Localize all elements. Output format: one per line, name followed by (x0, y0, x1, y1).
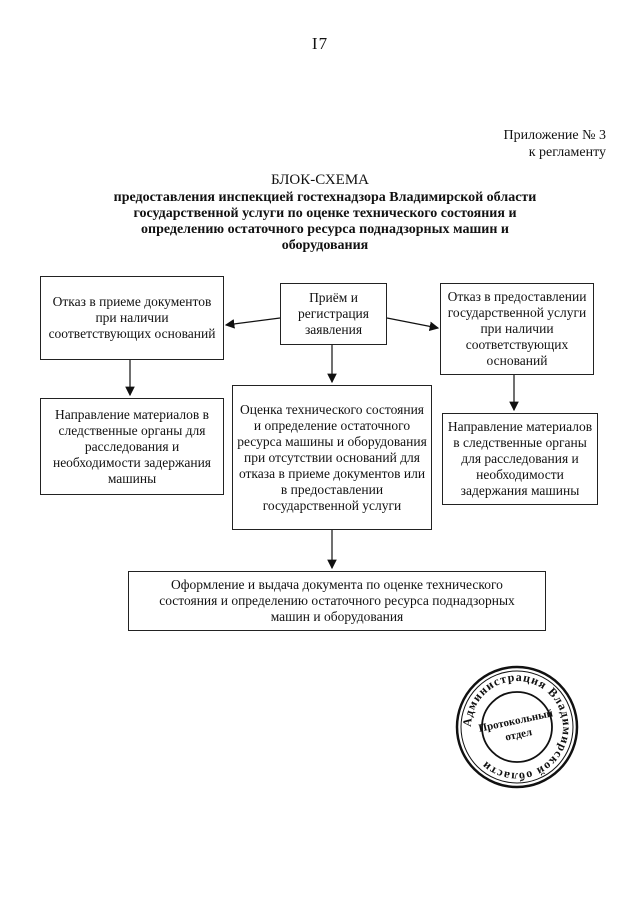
box-refusal-service-text: Отказ в предоставлении государственной у… (447, 289, 587, 368)
box-refusal-docs: Отказ в приеме документов при наличии со… (40, 276, 224, 360)
page-number: I7 (311, 34, 329, 53)
subtitle-line-3: определению остаточного ресурса поднадзо… (141, 222, 509, 237)
appendix-line-1: Приложение № 3 (503, 128, 607, 143)
diagram-subtitle: предоставления инспекцией гостехнадзора … (105, 190, 545, 254)
box-referral-left: Направление материалов в следственные ор… (40, 398, 224, 495)
box-assessment: Оценка технического состояния и определе… (232, 385, 432, 530)
box-referral-right-text: Направление материалов в следственные ор… (447, 419, 593, 498)
box-issuance-text: Оформление и выдача документа по оценке … (159, 577, 515, 624)
stamp-seal: Администрация Владимирской области Прото… (455, 665, 579, 789)
box-assessment-text: Оценка технического состояния и определе… (237, 401, 427, 513)
subtitle-line-1: предоставления инспекцией гостехнадзора … (113, 190, 537, 205)
diagram-title: БЛОК-СХЕМА (270, 172, 370, 188)
arrow-to-refusal-service (386, 317, 440, 332)
subtitle-line-2: государственной услуги по оценке техниче… (133, 206, 517, 221)
box-refusal-docs-text: Отказ в приеме документов при наличии со… (48, 294, 216, 341)
arrow-to-refusal-docs (224, 317, 281, 329)
box-reception-text: Приём и регистрация заявления (298, 290, 369, 337)
appendix-line-2: к регламенту (528, 145, 606, 160)
box-referral-left-text: Направление материалов в следственные ор… (52, 406, 212, 486)
stamp-center-line-2: отдел (504, 726, 533, 743)
appendix-reference: Приложение № 3 к регламенту (504, 127, 607, 161)
stamp-ring-text: Администрация Владимирской области (460, 670, 573, 784)
box-issuance: Оформление и выдача документа по оценке … (128, 571, 546, 631)
box-reception: Приём и регистрация заявления (280, 283, 387, 345)
subtitle-line-4: оборудования (281, 238, 369, 253)
box-refusal-service: Отказ в предоставлении государственной у… (440, 283, 594, 375)
svg-text:Администрация Владимирской обл: Администрация Владимирской области (460, 670, 574, 784)
box-referral-right: Направление материалов в следственные ор… (442, 413, 598, 505)
